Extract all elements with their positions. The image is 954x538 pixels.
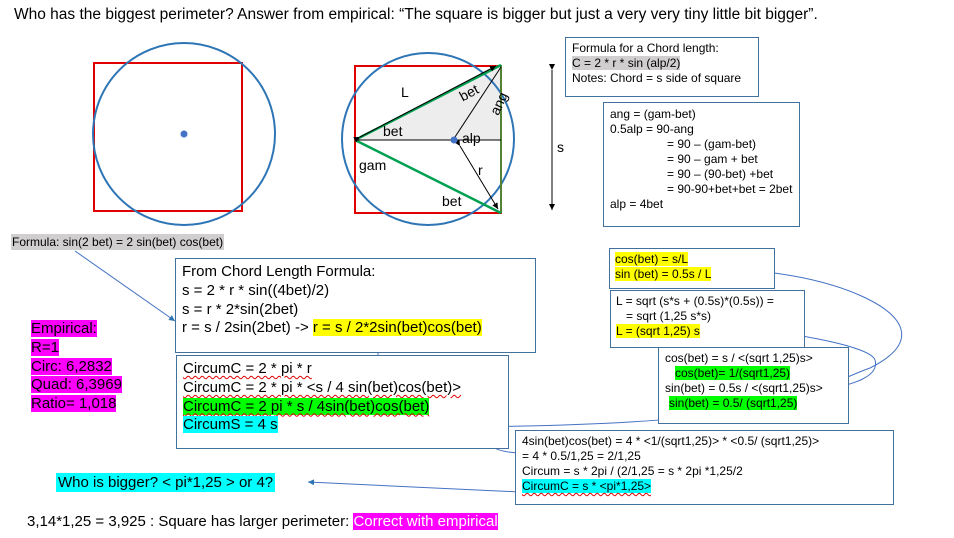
label-L: L <box>401 84 409 100</box>
L-arrow <box>353 65 497 143</box>
conclusion-highlight: Correct with empirical <box>353 513 498 530</box>
page-title: Who has the biggest perimeter? Answer fr… <box>14 6 818 23</box>
L-length-box: L = sqrt (s*s + (0.5s)*(0.5s)) = = sqrt … <box>610 290 805 348</box>
chord-formula-box: Formula for a Chord length: C = 2 * r * … <box>565 37 759 97</box>
angle-derivation-box: ang = (gam-bet) 0.5alp = 90-ang = 90 – (… <box>603 102 800 227</box>
angle-line: alp = 4bet <box>610 197 664 211</box>
circumference-box: CircumC = 2 * pi * r CircumC = 2 * pi * … <box>176 355 509 449</box>
circum-line: CircumC = 2 * pi * <s / 4 sin(bet)cos(be… <box>183 378 462 396</box>
final-line: Circum = s * 2pi / (2/1,25 = s * 2pi *1,… <box>522 464 743 478</box>
left-circle <box>92 42 276 226</box>
circum-line: CircumC = 2 * pi * r <box>183 360 312 377</box>
left-square <box>93 62 243 212</box>
cos-result: cos(bet)= 1/(sqrt1,25) <box>675 366 791 380</box>
label-bet-left: bet <box>383 123 403 139</box>
double-angle-formula: Formula: sin(2 bet) = 2 sin(bet) cos(bet… <box>11 234 225 250</box>
label-s: s <box>557 139 564 155</box>
sqrt-line: cos(bet) = s / <(sqrt 1,25)s> <box>665 351 813 365</box>
sin-line: sin (bet) = 0.5s / L <box>615 267 712 281</box>
left-center-dot <box>180 130 188 138</box>
empirical-line: R=1 <box>31 338 59 356</box>
angle-line: = 90-90+bet+bet = 2bet <box>667 182 793 196</box>
angle-line: = 90 – gam + bet <box>667 152 758 166</box>
right-center-dot <box>450 136 458 144</box>
chord-derivation-box: From Chord Length Formula: s = 2 * r * s… <box>175 258 536 353</box>
label-alp: alp <box>462 130 481 146</box>
empirical-line: Quad: 6,3969 <box>31 376 122 394</box>
label-bet-bottom: bet <box>442 193 462 209</box>
chord-formula-title: Formula for a Chord length: <box>572 41 719 55</box>
sin-result: sin(bet) = 0.5/ (sqrt1,25) <box>669 396 798 410</box>
sqrt-line: sin(bet) = 0.5s / <(sqrt1,25)s> <box>665 381 823 395</box>
angle-line: = 90 – (90-bet) +bet <box>667 167 774 181</box>
cos-sin-box: cos(bet) = s/L sin (bet) = 0.5s / L <box>609 248 775 289</box>
L-line: L = sqrt (s*s + (0.5s)*(0.5s)) = <box>616 294 774 308</box>
label-r: r <box>478 162 483 178</box>
empirical-values: Empirical: R=1 Circ: 6,2832 Quad: 6,3969… <box>31 320 122 414</box>
right-circle <box>341 52 515 226</box>
conclusion: 3,14*1,25 = 3,925 : Square has larger pe… <box>27 513 498 530</box>
L-result: L = (sqrt 1,25) s <box>616 324 700 338</box>
empirical-line: Ratio= 1,018 <box>31 395 117 412</box>
derivation-line: s = 2 * r * sin((4bet)/2) <box>182 281 330 299</box>
derivation-line: r = s / 2sin(2bet) -> <box>182 319 313 337</box>
angle-line: ang = (gam-bet) <box>610 107 696 121</box>
final-result: CircumC = s * <pi*1,25> <box>522 479 652 493</box>
angle-line: = 90 – (gam-bet) <box>667 137 757 151</box>
chord-formula: C = 2 * r * sin (alp/2) <box>572 56 681 70</box>
label-gam: gam <box>359 157 386 173</box>
radius-result: r = s / 2*2sin(bet)cos(bet) <box>312 319 482 337</box>
circum-square: CircumS = 4 s <box>183 416 278 434</box>
empirical-line: Empirical: <box>31 320 97 337</box>
derivation-line: From Chord Length Formula: <box>182 263 376 280</box>
sqrt-substitution-box: cos(bet) = s / <(sqrt 1,25)s> cos(bet)= … <box>658 347 849 424</box>
angle-line: 0.5alp = 90-ang <box>610 122 694 136</box>
final-line: = 4 * 0.5/1,25 = 2/1,25 <box>522 449 641 463</box>
empirical-line: Circ: 6,2832 <box>31 357 112 375</box>
conclusion-text: 3,14*1,25 = 3,925 : Square has larger pe… <box>27 513 354 530</box>
final-derivation-box: 4sin(bet)cos(bet) = 4 * <1/(sqrt1,25)> *… <box>515 430 894 505</box>
r-arrow <box>454 139 499 210</box>
chord-note: Notes: Chord = s side of square <box>572 71 742 85</box>
question-text: Who is bigger? < pi*1,25 > or 4? <box>56 473 276 492</box>
cos-line: cos(bet) = s/L <box>615 252 689 266</box>
L-line: = sqrt (1,25 s*s) <box>626 309 712 323</box>
circum-highlight: CircumC = 2 pi * s / 4sin(bet)cos(bet) <box>183 397 430 415</box>
derivation-line: s = r * 2*sin(2bet) <box>182 300 299 318</box>
final-line: 4sin(bet)cos(bet) = 4 * <1/(sqrt1,25)> *… <box>522 434 820 448</box>
